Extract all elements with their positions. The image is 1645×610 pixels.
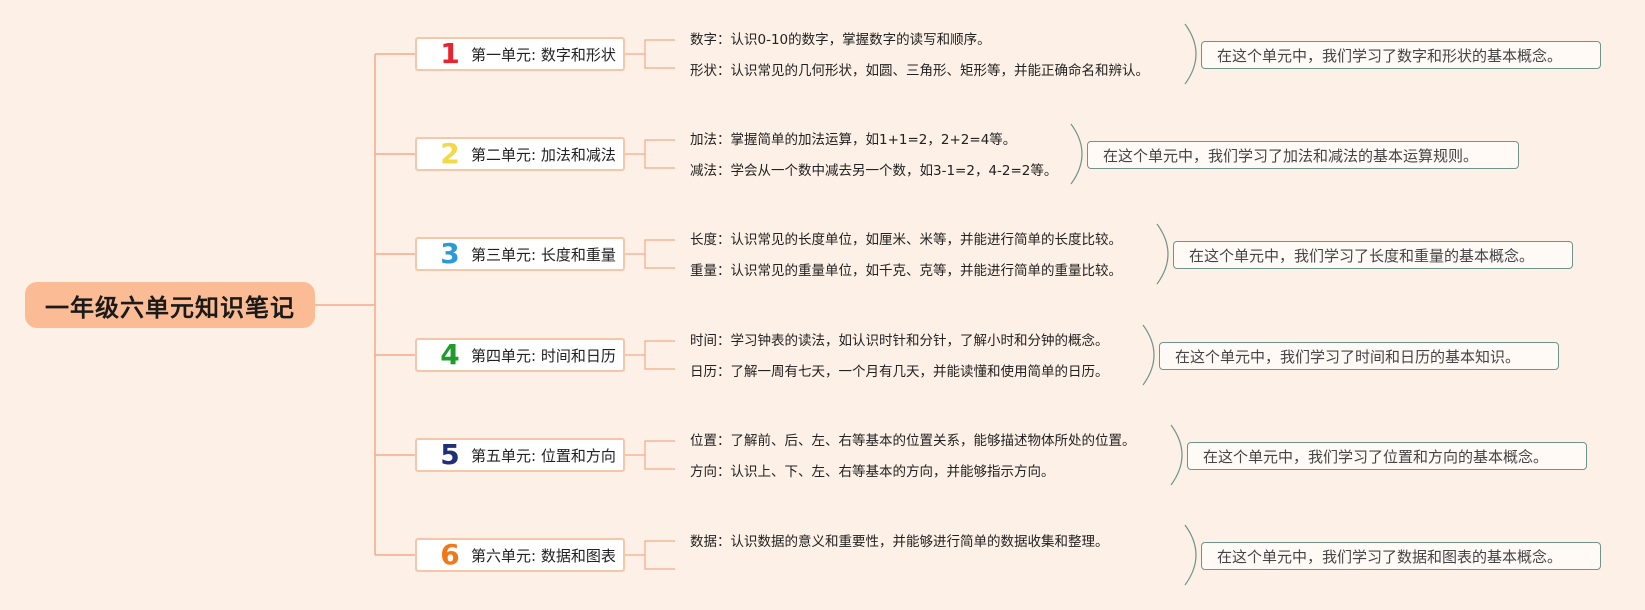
unit-1-summary: 在这个单元中，我们学习了数字和形状的基本概念。 — [1201, 41, 1601, 69]
unit-1-point-2: 形状：认识常见的几何形状，如圆、三角形、矩形等，并能正确命名和辨认。 — [690, 63, 1149, 79]
unit-6-point-1: 数据：认识数据的意义和重要性，并能够进行简单的数据收集和整理。 — [690, 534, 1109, 550]
unit-title-3: 第三单元: 长度和重量 — [471, 245, 616, 264]
unit-1-summary-bracket — [1184, 23, 1197, 85]
unit-3-summary: 在这个单元中，我们学习了长度和重量的基本概念。 — [1173, 241, 1573, 269]
unit-6-summary-bracket — [1184, 524, 1197, 586]
unit-3-point-1: 长度：认识常见的长度单位，如厘米、米等，并能进行简单的长度比较。 — [690, 232, 1122, 248]
unit-5-point-2: 方向：认识上、下、左、右等基本的方向，并能够指示方向。 — [690, 464, 1055, 480]
unit-number-5: 5 — [440, 438, 460, 471]
unit-5-summary-bracket — [1170, 424, 1183, 486]
unit-node-6[interactable]: 6 第六单元: 数据和图表 — [415, 538, 625, 572]
unit-2-summary: 在这个单元中，我们学习了加法和减法的基本运算规则。 — [1087, 141, 1519, 169]
unit-2-point-1: 加法：掌握简单的加法运算，如1+1=2，2+2=4等。 — [690, 132, 1017, 148]
unit-title-6: 第六单元: 数据和图表 — [471, 546, 616, 565]
unit-title-5: 第五单元: 位置和方向 — [471, 446, 616, 465]
unit-4-point-2: 日历：了解一周有七天，一个月有几天，并能读懂和使用简单的日历。 — [690, 364, 1109, 380]
unit-6-point-connector — [625, 540, 675, 570]
unit-node-5[interactable]: 5 第五单元: 位置和方向 — [415, 438, 625, 472]
unit-number-3: 3 — [440, 237, 460, 270]
unit-2-summary-bracket — [1070, 123, 1083, 185]
unit-3-point-2: 重量：认识常见的重量单位，如千克、克等，并能进行简单的重量比较。 — [690, 263, 1122, 279]
unit-5-point-1: 位置：了解前、后、左、右等基本的位置关系，能够描述物体所处的位置。 — [690, 433, 1136, 449]
unit-title-4: 第四单元: 时间和日历 — [471, 346, 616, 365]
unit-node-1[interactable]: 1 第一单元: 数字和形状 — [415, 37, 625, 71]
unit-4-point-connector — [625, 340, 675, 370]
unit-number-4: 4 — [440, 338, 460, 371]
unit-4-summary: 在这个单元中，我们学习了时间和日历的基本知识。 — [1159, 342, 1559, 370]
unit-3-summary-bracket — [1156, 223, 1169, 285]
unit-4-point-1: 时间：学习钟表的读法，如认识时针和分针，了解小时和分钟的概念。 — [690, 333, 1109, 349]
unit-number-1: 1 — [440, 37, 460, 70]
unit-number-2: 2 — [440, 137, 460, 170]
unit-2-point-2: 减法：学会从一个数中减去另一个数，如3-1=2，4-2=2等。 — [690, 163, 1058, 179]
unit-5-point-connector — [625, 440, 675, 470]
root-title: 一年级六单元知识笔记 — [45, 293, 295, 322]
unit-node-2[interactable]: 2 第二单元: 加法和减法 — [415, 137, 625, 171]
unit-number-6: 6 — [440, 538, 460, 571]
unit-node-3[interactable]: 3 第三单元: 长度和重量 — [415, 237, 625, 271]
unit-node-4[interactable]: 4 第四单元: 时间和日历 — [415, 338, 625, 372]
unit-1-point-1: 数字：认识0-10的数字，掌握数字的读写和顺序。 — [690, 32, 991, 48]
unit-4-summary-bracket — [1142, 324, 1155, 386]
unit-1-point-connector — [625, 39, 675, 69]
unit-3-point-connector — [625, 239, 675, 269]
unit-6-summary: 在这个单元中，我们学习了数据和图表的基本概念。 — [1201, 542, 1601, 570]
unit-5-summary: 在这个单元中，我们学习了位置和方向的基本概念。 — [1187, 442, 1587, 470]
root-node[interactable]: 一年级六单元知识笔记 — [25, 282, 315, 328]
unit-title-2: 第二单元: 加法和减法 — [471, 145, 616, 164]
unit-2-point-connector — [625, 139, 675, 169]
unit-title-1: 第一单元: 数字和形状 — [471, 45, 616, 64]
